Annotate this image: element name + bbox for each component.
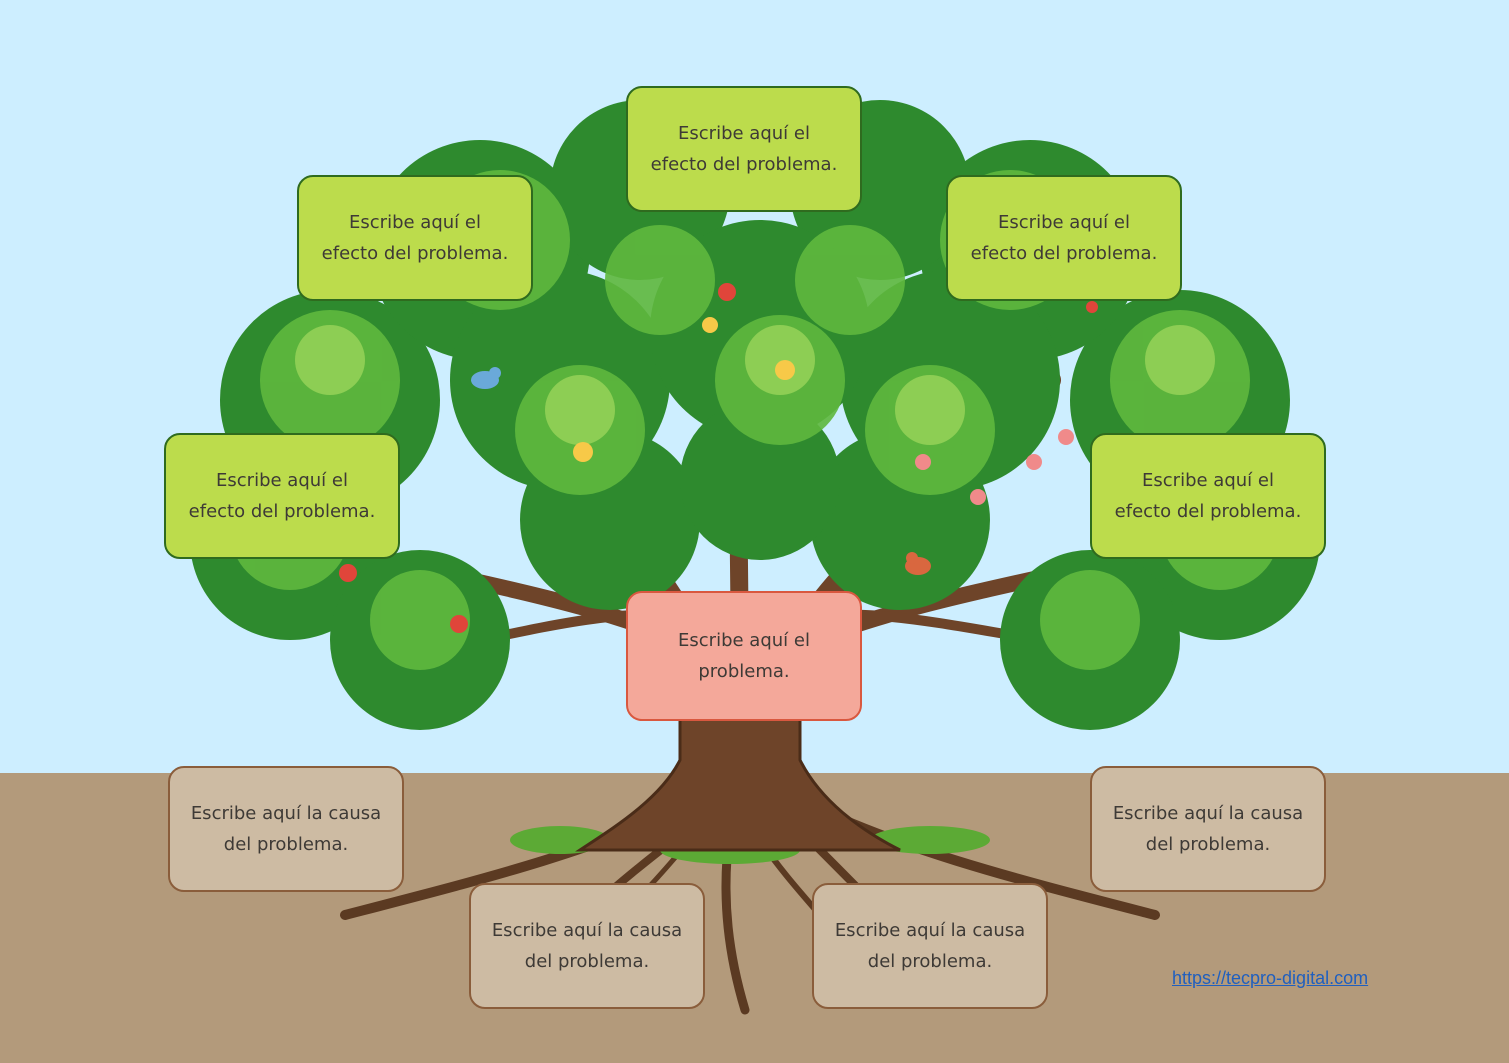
cause-text: Escribe aquí la causa del problema. — [190, 803, 382, 855]
cause-box[interactable]: Escribe aquí la causa del problema. — [1090, 760, 1334, 892]
effect-text: Escribe aquí el efecto del problema. — [188, 470, 376, 522]
website-link[interactable]: https://tecpro-digital.com — [1172, 968, 1369, 988]
problem-box[interactable]: Escribe aquí el problema. — [626, 583, 872, 721]
bird-blue — [471, 367, 501, 389]
cause-box[interactable]: Escribe aquí la causa del problema. — [469, 877, 713, 1009]
bird-red — [905, 552, 931, 575]
tree-blossoms — [915, 429, 1074, 505]
effect-text: Escribe aquí el efecto del problema. — [1114, 470, 1302, 522]
cause-box[interactable]: Escribe aquí la causa del problema. — [168, 760, 412, 892]
effect-box[interactable]: Escribe aquí el efecto del problema. — [946, 167, 1192, 301]
tree-fruits — [339, 283, 1098, 633]
cause-text: Escribe aquí la causa del problema. — [491, 920, 683, 972]
effect-text: Escribe aquí el efecto del problema. — [970, 212, 1158, 264]
effect-text: Escribe aquí el efecto del problema. — [650, 123, 838, 175]
effect-text: Escribe aquí el efecto del problema. — [321, 212, 509, 264]
cause-box[interactable]: Escribe aquí la causa del problema. — [812, 877, 1056, 1009]
tree-trunk — [575, 698, 901, 852]
effect-box[interactable]: Escribe aquí el efecto del problema. — [1090, 425, 1336, 559]
problem-text: Escribe aquí el problema. — [678, 630, 810, 682]
effect-box[interactable]: Escribe aquí el efecto del problema. — [626, 78, 872, 212]
effect-box[interactable]: Escribe aquí el efecto del problema. — [297, 167, 543, 301]
cause-text: Escribe aquí la causa del problema. — [1112, 803, 1304, 855]
tree-flowers — [573, 317, 795, 462]
cause-text: Escribe aquí la causa del problema. — [834, 920, 1026, 972]
effect-box[interactable]: Escribe aquí el efecto del problema. — [164, 425, 410, 559]
